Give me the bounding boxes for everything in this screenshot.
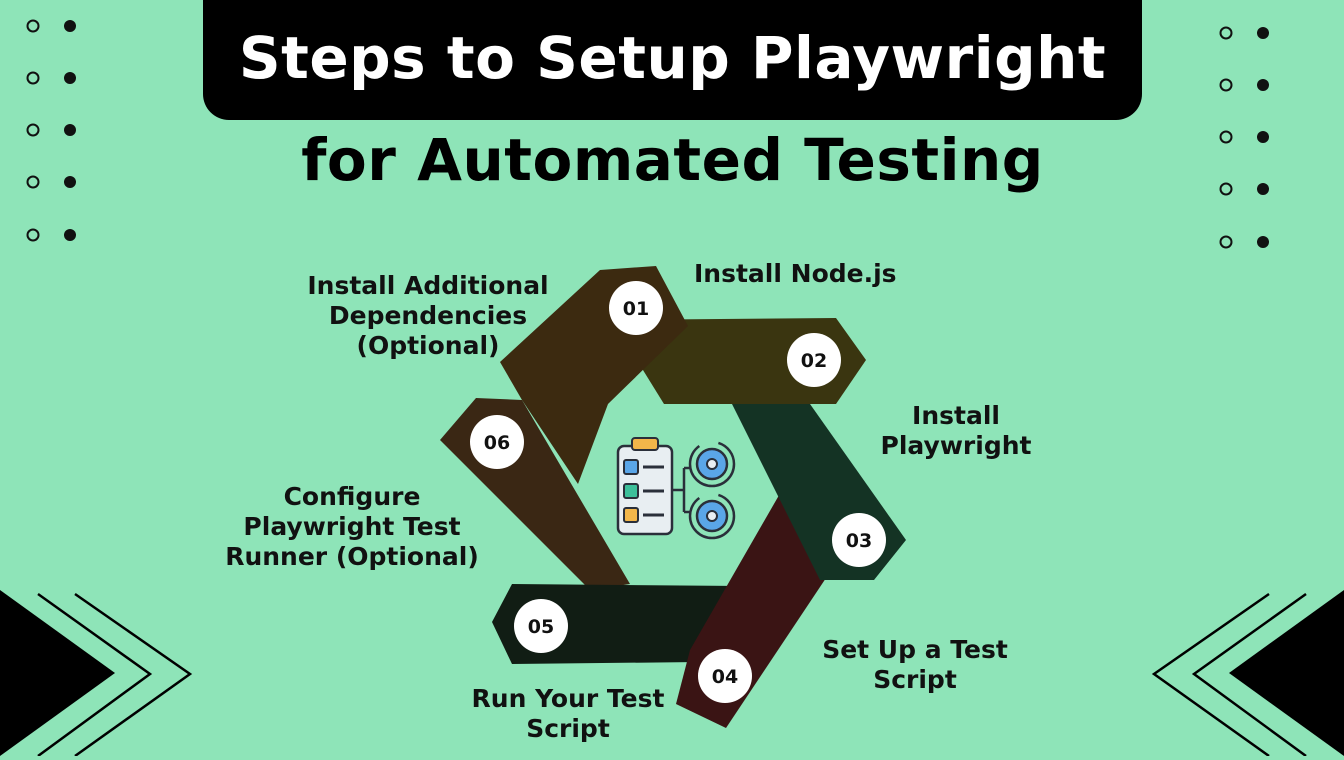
step-01-number: 01 bbox=[623, 298, 649, 320]
right-corner-triangles bbox=[1144, 590, 1344, 760]
right-dot-grid bbox=[1214, 20, 1284, 256]
checklist-with-gears-icon bbox=[616, 437, 736, 540]
step-02-number: 02 bbox=[801, 350, 827, 372]
step-04-number: 04 bbox=[712, 666, 738, 688]
step-05-badge: 05 bbox=[514, 599, 568, 653]
step-02-label: Install Playwright bbox=[880, 401, 1032, 460]
step-05-number: 05 bbox=[528, 616, 554, 638]
title-banner bbox=[203, 0, 1142, 120]
step-05-label: Configure Playwright Test Runner (Option… bbox=[225, 482, 479, 571]
step-03-badge: 03 bbox=[832, 513, 886, 567]
title-line-2: for Automated Testing bbox=[301, 126, 1044, 194]
step-04-badge: 04 bbox=[698, 649, 752, 703]
step-03-number: 03 bbox=[846, 530, 872, 552]
step-03-label: Set Up a Test Script bbox=[822, 635, 1008, 694]
step-06-label: Install Additional Dependencies (Optiona… bbox=[307, 271, 549, 360]
step-02-badge: 02 bbox=[787, 333, 841, 387]
step-06-number: 06 bbox=[484, 432, 510, 454]
left-corner-triangles bbox=[0, 590, 200, 760]
step-06-badge: 06 bbox=[470, 415, 524, 469]
left-dot-grid bbox=[22, 14, 92, 250]
step-04-label: Run Your Test Script bbox=[471, 684, 665, 743]
step-01-label: Install Node.js bbox=[694, 259, 897, 288]
title-line-1: Steps to Setup Playwright bbox=[238, 24, 1107, 92]
step-01-badge: 01 bbox=[609, 281, 663, 335]
